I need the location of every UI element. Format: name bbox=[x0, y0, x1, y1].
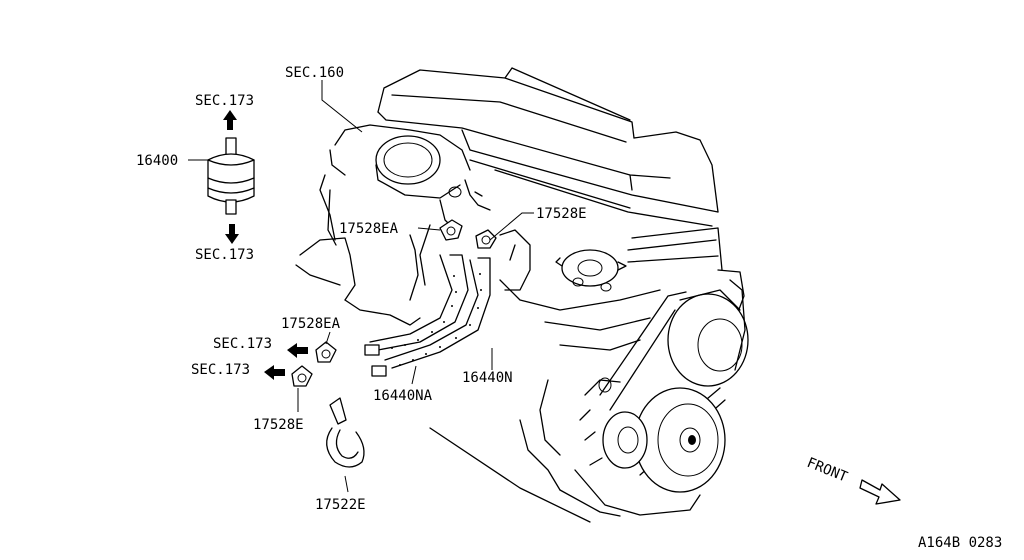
throttle-body bbox=[295, 124, 491, 326]
sec173-bottom-label: SEC.173 bbox=[195, 247, 254, 263]
sec173-left1-label: SEC.173 bbox=[213, 336, 272, 352]
part-16440na-label: 16440NA bbox=[373, 388, 433, 404]
part-17528ea-lower-label: 17528EA bbox=[281, 316, 341, 332]
engine-block bbox=[377, 67, 749, 523]
front-arrow-icon bbox=[859, 479, 901, 505]
fuel-hoses bbox=[364, 254, 491, 377]
part-16400-label: 16400 bbox=[136, 153, 178, 169]
sec173-top-label: SEC.173 bbox=[195, 93, 254, 109]
arrow-down-icon bbox=[225, 224, 239, 244]
part-17528e-top-label: 17528E bbox=[536, 206, 587, 222]
part-17528e-lower-label: 17528E bbox=[253, 417, 304, 433]
part-17528ea-top-label: 17528EA bbox=[339, 221, 399, 237]
diagram-code: A164B 0283 bbox=[918, 535, 1002, 551]
arrow-up-icon bbox=[223, 110, 237, 130]
hose-clamps bbox=[291, 219, 497, 468]
arrow-left-icon bbox=[287, 343, 308, 358]
sec173-left2-label: SEC.173 bbox=[191, 362, 250, 378]
part-17522e-label: 17522E bbox=[315, 497, 366, 513]
leader-lines bbox=[188, 80, 534, 493]
front-label: FRONT bbox=[805, 455, 851, 486]
arrow-left-icon bbox=[264, 365, 285, 380]
fuel-filter bbox=[207, 137, 255, 215]
part-16440n-label: 16440N bbox=[462, 370, 513, 386]
sec160-label: SEC.160 bbox=[285, 65, 344, 81]
